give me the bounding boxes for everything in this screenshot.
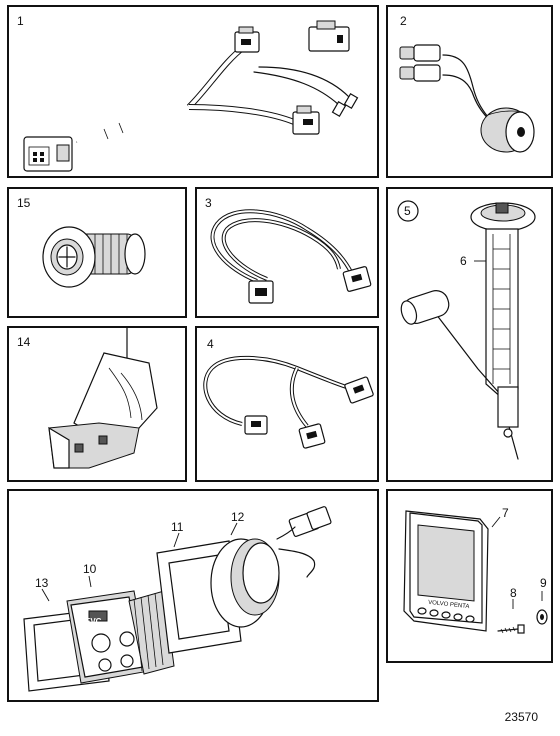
part-number-3: 3 <box>205 196 212 210</box>
part-number-9: 9 <box>540 576 547 590</box>
panel-5-level-sender: 5 6 <box>386 187 553 482</box>
part-number-12: 11 <box>171 520 184 534</box>
cable-3-drawing <box>210 209 372 304</box>
sender-drawing <box>397 200 536 460</box>
panel-evc-assembly: 13 10 11 12 EVC <box>7 489 379 702</box>
panel-2-buzzer: 2 <box>386 5 553 178</box>
part-number-10: 10 <box>83 562 97 576</box>
panel-14-bracket: 14 <box>7 326 187 482</box>
part-number-1: 1 <box>17 14 24 28</box>
part-number-11: 13 <box>35 576 49 590</box>
part-number-14: 14 <box>17 335 31 349</box>
panel-3-cable: 3 <box>195 187 379 318</box>
part-number-8: 8 <box>510 586 517 600</box>
bracket-drawing <box>48 327 158 469</box>
display-drawing <box>403 510 548 634</box>
socket-drawing <box>42 226 146 288</box>
cable-4-drawing <box>203 355 374 449</box>
part-number-2: 2 <box>400 14 407 28</box>
panel-4-cable: 4 <box>195 326 379 482</box>
part-number-13: 12 <box>231 510 245 524</box>
buzzer-drawing <box>399 44 535 153</box>
part-number-6: 6 <box>460 254 467 268</box>
evc-assembly-drawing <box>23 506 332 692</box>
evc-text: EVC <box>85 617 102 626</box>
part-number-15: 15 <box>17 196 31 210</box>
panel-7-display: 7 8 9 VOLVO PENTA <box>386 489 553 663</box>
part-number-5: 5 <box>404 204 411 218</box>
panel-15-socket: 15 <box>7 187 187 318</box>
panel-1-wiring-harness: 1 <box>7 5 379 178</box>
part-number-4: 4 <box>207 337 214 351</box>
figure-number: 23570 <box>504 710 538 724</box>
part-number-7: 7 <box>502 506 509 520</box>
harness-drawing <box>23 20 359 172</box>
callout-circle-5 <box>397 200 419 222</box>
